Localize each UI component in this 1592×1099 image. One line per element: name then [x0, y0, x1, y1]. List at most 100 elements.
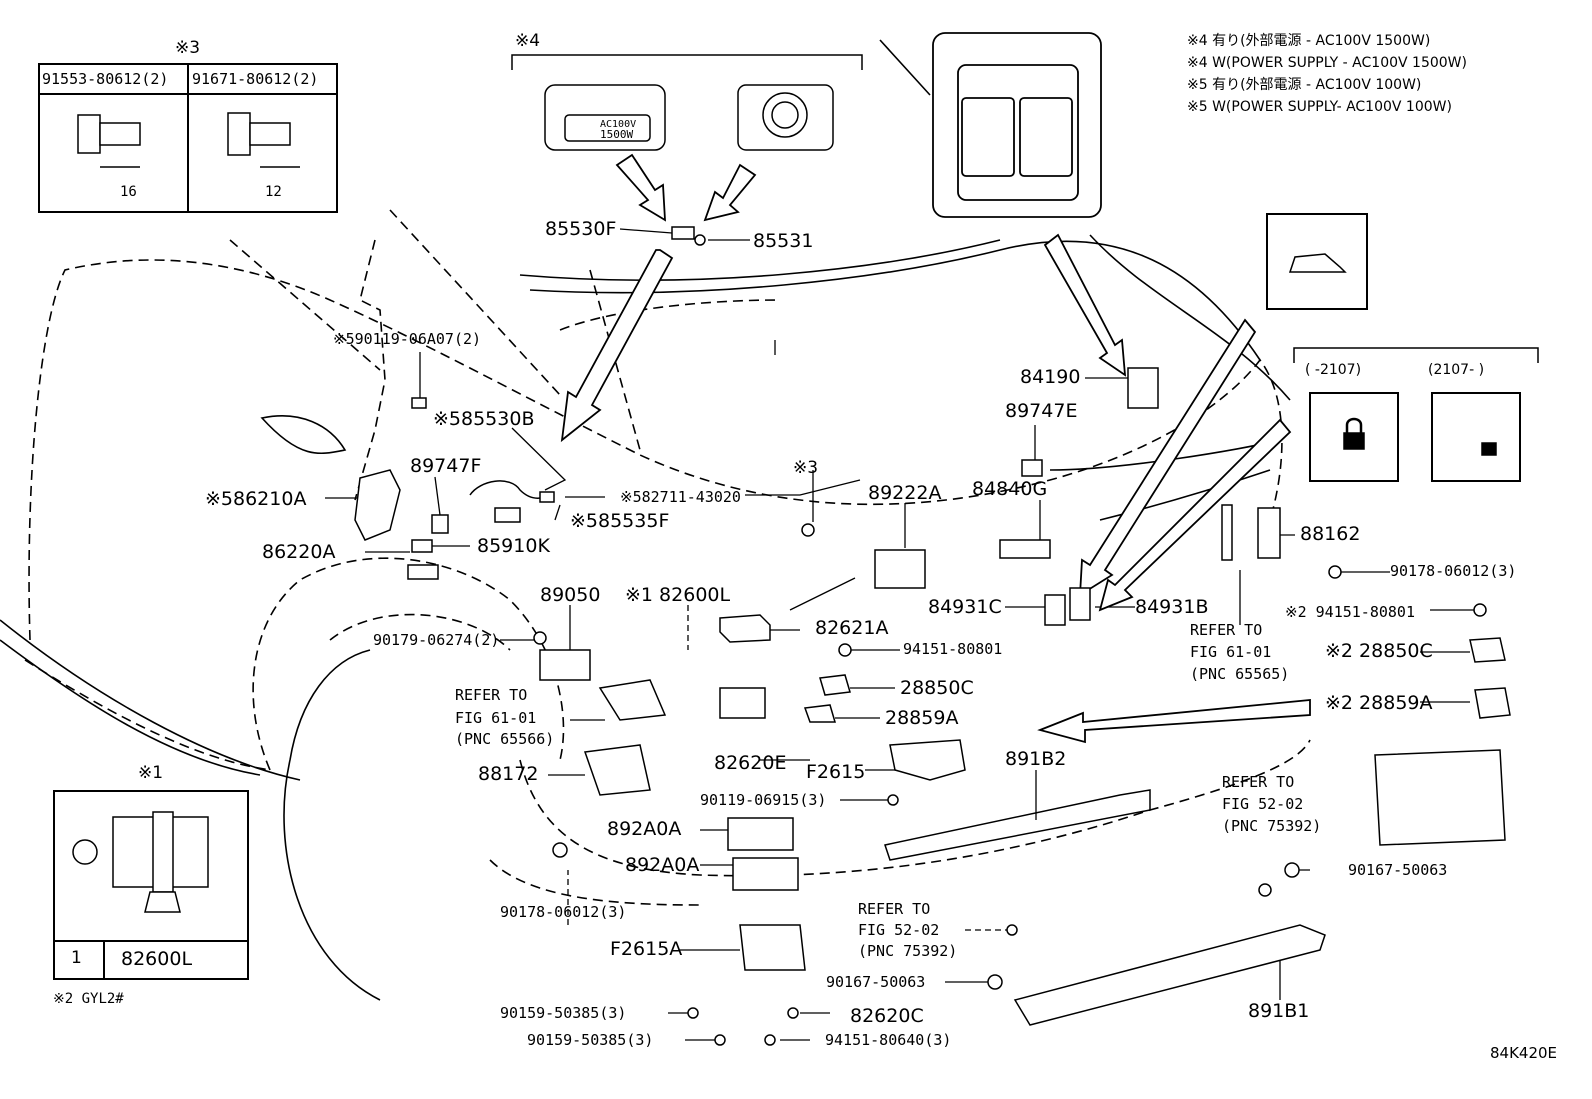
label-28859A-a: 28859A: [885, 707, 959, 729]
bolt-left-part: 91553-80612(2): [42, 70, 169, 88]
inset-header-rule: [40, 93, 336, 95]
label-89747E: 89747E: [1005, 400, 1078, 422]
label-89747F: 89747F: [410, 455, 482, 477]
label-85535F: ※585535F: [570, 510, 670, 532]
clip-part-number: 82600L: [121, 948, 193, 970]
label-85910K: 85910K: [477, 535, 550, 557]
label-28850C-a: 28850C: [900, 677, 974, 699]
arrow-to-socket: [560, 249, 674, 443]
label-90178-06012-a: 90178-06012(3): [500, 903, 627, 921]
bolt-drawings: [77, 112, 300, 168]
switch-panel-inset: [932, 32, 1102, 218]
label-892A0A-1: 892A0A: [607, 818, 682, 840]
label-85530F: 85530F: [545, 218, 617, 240]
label-90119-06A07: ※590119-06A07(2): [333, 330, 482, 348]
inset-divider: [187, 65, 189, 211]
refer-6101-b-line3: (PNC 65565): [1190, 665, 1290, 683]
label-82600L: ※1 82600L: [625, 584, 731, 606]
label-85531: 85531: [753, 230, 814, 252]
label-28859A-b: ※2 28859A: [1325, 692, 1433, 714]
label-94151-80801-a: 94151-80801: [903, 640, 1003, 658]
lock-inset: [1293, 347, 1539, 482]
refer-5202-b-line2: FIG 52-02: [1222, 795, 1304, 813]
clip-callout-num: 1: [71, 948, 82, 968]
module-892A0A-lower: [732, 857, 799, 891]
note-4-jp: ※4 有り(外部電源 - AC100V 1500W): [1187, 33, 1431, 49]
bolt-left-dim: 16: [120, 184, 137, 200]
battery: [1374, 749, 1506, 846]
label-90179-06274: 90179-06274(2): [373, 631, 500, 649]
arrow-to-switch: [1043, 233, 1127, 377]
label-84190: 84190: [1020, 366, 1081, 388]
rail-891B1: [1013, 924, 1326, 1026]
label-892A0A-2: 892A0A: [625, 854, 700, 876]
refer-6101-a-line2: FIG 61-01: [455, 709, 537, 727]
label-84931C: 84931C: [928, 596, 1002, 618]
refer-6101-a-line3: (PNC 65566): [455, 730, 555, 748]
label-82620E: 82620E: [714, 752, 787, 774]
label-88162: 88162: [1300, 523, 1361, 545]
label-90178-06012-b: 90178-06012(3): [1390, 562, 1517, 580]
label-90159-50385-1: 90159-50385(3): [500, 1004, 627, 1022]
label-94151-80801-b: ※2 94151-80801: [1285, 603, 1415, 621]
label-82711-43020: ※582711-43020: [620, 488, 741, 506]
refer-5202-a-line1: REFER TO: [858, 900, 931, 918]
module-89222A: [874, 549, 926, 589]
label-891B2: 891B2: [1005, 748, 1067, 770]
label-90167-50063-b: 90167-50063: [1348, 861, 1448, 879]
label-90119-06915: 90119-06915(3): [700, 791, 827, 809]
bracket-86210A: [354, 469, 401, 541]
label-F2615: F2615: [806, 761, 866, 783]
label-note3: ※3: [793, 458, 819, 478]
car-icon: [1288, 253, 1347, 273]
rail-891B2: [884, 789, 1151, 861]
clip-inset-title: ※1: [138, 763, 164, 783]
label-891B1: 891B1: [1248, 1000, 1310, 1022]
refer-5202-a-line3: (PNC 75392): [858, 942, 958, 960]
headlight-shape: [260, 415, 347, 454]
bolt-right-part: 91671-80612(2): [192, 70, 319, 88]
label-82620C: 82620C: [850, 1005, 924, 1027]
module-89050: [539, 649, 591, 681]
label-28850C-b: ※2 28850C: [1325, 640, 1433, 662]
vehicle-body-outline: [28, 259, 1283, 641]
clip-inset: 1 82600L: [53, 790, 249, 980]
label-86210A: ※586210A: [205, 488, 307, 510]
label-84840G: 84840G: [972, 478, 1048, 500]
label-89050: 89050: [540, 584, 601, 606]
refer-6101-b-line2: FIG 61-01: [1190, 643, 1272, 661]
label-85530B: ※585530B: [433, 408, 535, 430]
footnote-gyl: ※2 GYL2#: [53, 991, 124, 1007]
outlet-label-bottom: 1500W: [600, 128, 634, 141]
label-86220A: 86220A: [262, 541, 336, 563]
refer-5202-a-line2: FIG 52-02: [858, 921, 940, 939]
module-892A0A-upper: [727, 817, 794, 851]
label-90167-50063-a: 90167-50063: [826, 973, 926, 991]
lock-icon: [1343, 432, 1365, 450]
bolts-inset-title: ※3: [175, 38, 201, 58]
diagram-code: 84K420E: [1490, 1044, 1558, 1062]
label-90159-50385-2: 90159-50385(3): [527, 1031, 654, 1049]
refer-5202-b-line3: (PNC 75392): [1222, 817, 1322, 835]
refer-6101-b-line1: REFER TO: [1190, 621, 1263, 639]
lock-range-right: (2107- ): [1428, 362, 1485, 378]
note-4-en: ※4 W(POWER SUPPLY - AC100V 1500W): [1187, 55, 1467, 71]
refer-6101-a-line1: REFER TO: [455, 686, 528, 704]
bolt-right-dim: 12: [265, 184, 282, 200]
refer-5202-b-line1: REFER TO: [1222, 773, 1295, 791]
clip-drawing: [72, 811, 209, 913]
label-89222A: 89222A: [868, 482, 942, 504]
outlet-inset: [511, 54, 863, 151]
label-94151-80640: 94151-80640(3): [825, 1031, 952, 1049]
note-5-en: ※5 W(POWER SUPPLY- AC100V 100W): [1187, 99, 1452, 115]
label-82621A: 82621A: [815, 617, 889, 639]
outlet-inset-title: ※4: [515, 31, 541, 51]
label-84931B: 84931B: [1135, 596, 1209, 618]
bolts-inset: 91553-80612(2) 91671-80612(2) 16 12: [38, 63, 338, 213]
label-88172: 88172: [478, 763, 539, 785]
lock-range-left: ( -2107): [1305, 362, 1362, 378]
note-5-jp: ※5 有り(外部電源 - AC100V 100W): [1187, 77, 1422, 93]
vehicle-switch-icon-box: [1266, 213, 1368, 310]
outlet-label-top: AC100V: [600, 119, 637, 130]
